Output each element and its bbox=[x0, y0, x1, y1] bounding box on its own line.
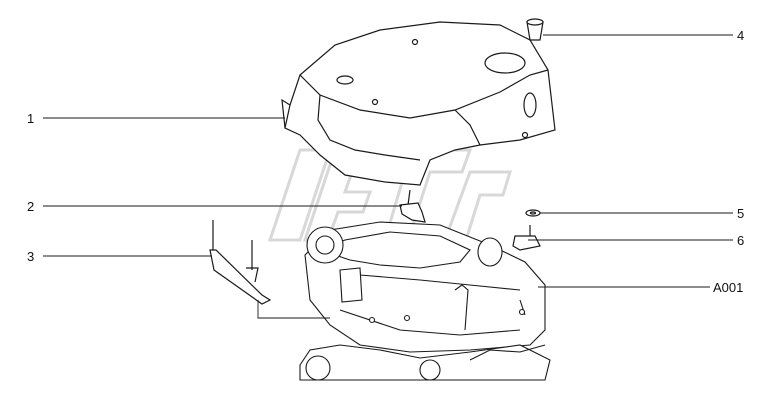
rubber-plug bbox=[526, 18, 544, 41]
callout-3: 3 bbox=[27, 249, 34, 264]
engine-cover bbox=[281, 21, 556, 186]
leader-3-tie bbox=[257, 300, 330, 319]
callout-4: 4 bbox=[737, 28, 744, 43]
washer bbox=[525, 209, 541, 217]
callout-6: 6 bbox=[737, 233, 744, 248]
leader-lines bbox=[43, 34, 733, 319]
cover-bracket bbox=[399, 189, 426, 223]
callout-5: 5 bbox=[737, 206, 744, 221]
callout-1: 1 bbox=[27, 111, 34, 126]
side-bracket bbox=[512, 225, 541, 251]
long-bracket bbox=[209, 220, 272, 305]
callout-a001: A001 bbox=[713, 280, 743, 295]
callout-2: 2 bbox=[27, 199, 34, 214]
engine-assembly bbox=[299, 221, 551, 381]
